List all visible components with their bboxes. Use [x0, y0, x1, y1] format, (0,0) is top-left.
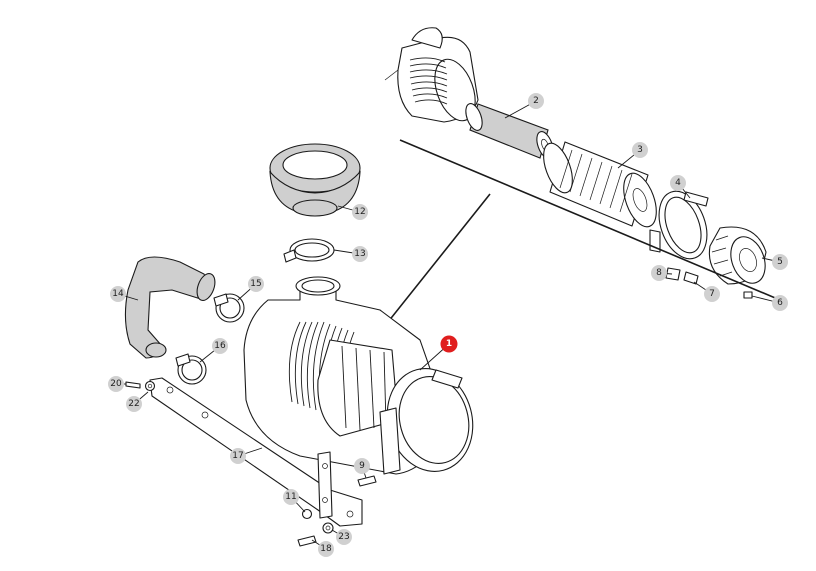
- callout-2[interactable]: 2: [528, 93, 544, 109]
- callout-marker-13: [352, 246, 368, 262]
- callout-marker-16: [212, 338, 228, 354]
- callout-20[interactable]: 20: [108, 376, 124, 392]
- bolt-20: [125, 381, 141, 389]
- callout-marker-15: [248, 276, 264, 292]
- callout-12[interactable]: 12: [352, 204, 368, 220]
- callout-5[interactable]: 5: [772, 254, 788, 270]
- callout-label-9: 9: [359, 461, 365, 471]
- callout-label-11: 11: [285, 492, 296, 502]
- callout-marker-5: [772, 254, 788, 270]
- callout-label-4: 4: [675, 178, 681, 188]
- assembly-pointer-line: [379, 193, 491, 333]
- callout-marker-14: [110, 286, 126, 302]
- main-filter-housing: [243, 276, 474, 475]
- callout-marker-3: [632, 142, 648, 158]
- callout-label-3: 3: [637, 145, 643, 155]
- callout-marker-18: [318, 541, 334, 557]
- callout-label-12: 12: [354, 207, 365, 217]
- bolt-18: [297, 535, 317, 547]
- callout-marker-12: [352, 204, 368, 220]
- callout-label-16: 16: [214, 341, 226, 351]
- callout-label-20: 20: [110, 379, 122, 389]
- callout-label-17: 17: [232, 451, 243, 461]
- washer-22: [144, 380, 156, 392]
- callout-marker-1: [440, 335, 458, 353]
- callout-7[interactable]: 7: [704, 286, 720, 302]
- callout-marker-6: [772, 295, 788, 311]
- callout-marker-7: [704, 286, 720, 302]
- callout-label-7: 7: [709, 289, 715, 299]
- callout-marker-2: [528, 93, 544, 109]
- callout-17[interactable]: 17: [230, 448, 246, 464]
- callout-label-2: 2: [533, 96, 539, 106]
- valve-part-6: [743, 291, 753, 299]
- inner-filter: [465, 103, 554, 159]
- upper-housing: [384, 27, 479, 123]
- washer-23: [322, 522, 334, 534]
- assembly-bracket-line: [399, 139, 781, 301]
- callout-marker-8: [651, 265, 667, 281]
- hose-clamp-16: [175, 353, 207, 385]
- main-filter-element: [543, 141, 657, 228]
- callout-label-5: 5: [777, 257, 783, 267]
- rubber-boot: [269, 143, 361, 217]
- callout-label-22: 22: [128, 399, 139, 409]
- leader-lines: [116, 100, 781, 550]
- callout-label-13: 13: [354, 249, 365, 259]
- hose-clamp-13: [283, 238, 335, 263]
- callout-22[interactable]: 22: [126, 396, 142, 412]
- callout-label-15: 15: [250, 279, 261, 289]
- callout-11[interactable]: 11: [283, 489, 299, 505]
- callout-marker-17: [230, 448, 246, 464]
- callout-6[interactable]: 6: [772, 295, 788, 311]
- callout-16[interactable]: 16: [212, 338, 228, 354]
- callout-marker-4: [670, 175, 686, 191]
- clip-part-7: [683, 271, 699, 285]
- hose-clamp-15: [213, 293, 245, 323]
- end-cap: [708, 226, 767, 285]
- intake-hose: [124, 256, 216, 359]
- callout-4[interactable]: 4: [670, 175, 686, 191]
- callout-18[interactable]: 18: [318, 541, 334, 557]
- callout-label-23: 23: [338, 532, 349, 542]
- callout-1[interactable]: 1: [440, 335, 458, 353]
- callout-14[interactable]: 14: [110, 286, 126, 302]
- callout-label-18: 18: [320, 544, 332, 554]
- callout-marker-11: [283, 489, 299, 505]
- callout-marker-20: [108, 376, 124, 392]
- callout-marker-9: [354, 458, 370, 474]
- callout-9[interactable]: 9: [354, 458, 370, 474]
- callout-label-14: 14: [112, 289, 124, 299]
- callout-13[interactable]: 13: [352, 246, 368, 262]
- callout-marker-23: [336, 529, 352, 545]
- clamp-ring-upper: [649, 190, 709, 260]
- mounting-bracket: [149, 377, 363, 527]
- callout-15[interactable]: 15: [248, 276, 264, 292]
- callout-23[interactable]: 23: [336, 529, 352, 545]
- callout-label-1: 1: [446, 339, 452, 349]
- callout-marker-22: [126, 396, 142, 412]
- bolt-9: [357, 475, 377, 487]
- callout-8[interactable]: 8: [651, 265, 667, 281]
- callout-label-6: 6: [777, 298, 783, 308]
- callout-label-8: 8: [656, 268, 662, 278]
- callout-3[interactable]: 3: [632, 142, 648, 158]
